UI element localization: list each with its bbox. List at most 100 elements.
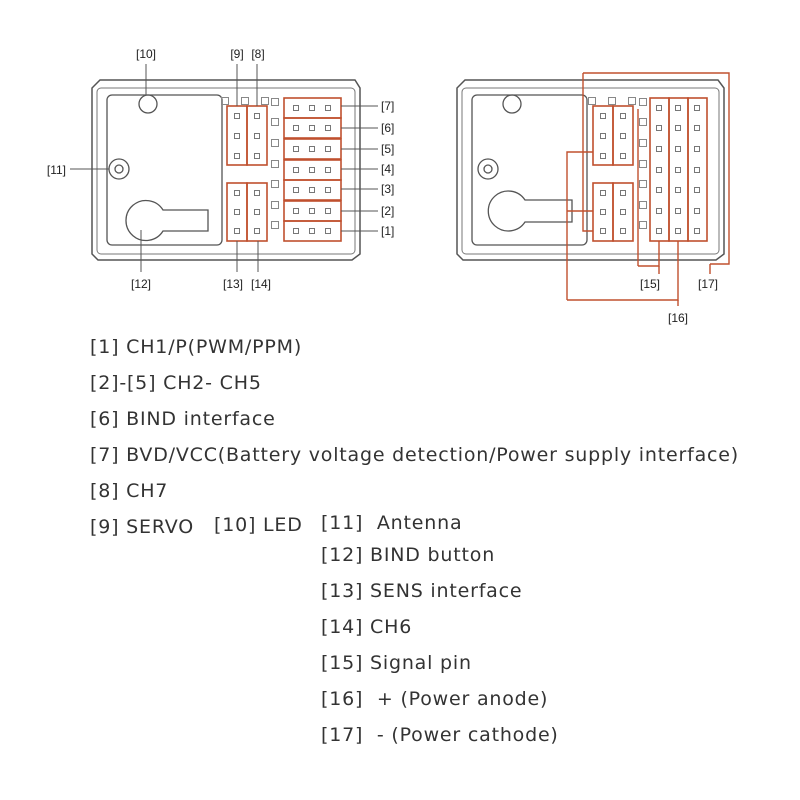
right-cover-panel: [471, 94, 588, 246]
connector-pin: [234, 113, 240, 119]
legend-item-1: [1] CH1/P(PWM/PPM): [90, 336, 303, 358]
connector-pin: [293, 187, 299, 193]
connector-pin: [234, 228, 240, 234]
connector-pin: [309, 167, 315, 173]
connector-pin: [254, 190, 260, 196]
connector-pin: [254, 153, 260, 159]
callout-3: [3]: [381, 182, 394, 196]
right-antenna-inner-icon: [483, 164, 493, 174]
receiver-right-inner: [461, 87, 720, 255]
legend-item-6: [6] BIND interface: [90, 408, 276, 430]
connector-pin: [694, 146, 700, 152]
connector-pin: [293, 125, 299, 131]
bind-button-icon: [125, 199, 209, 242]
connector-pin: [309, 125, 315, 131]
solder-pad: [639, 180, 647, 188]
solder-pad: [271, 221, 279, 229]
connector-pin: [600, 209, 606, 215]
legend-item-8: [8] CH7: [90, 480, 169, 502]
connector-pin: [620, 228, 626, 234]
left-leader-lines: [70, 64, 378, 272]
connector-pin: [600, 153, 606, 159]
solder-pad: [271, 139, 279, 147]
connector-pin: [254, 209, 260, 215]
legend-item-7: [7] BVD/VCC(Battery voltage detection/Po…: [90, 444, 739, 466]
connector-pin: [694, 208, 700, 214]
solder-pad: [639, 221, 647, 229]
connector-pin: [620, 133, 626, 139]
legend-item-12: [12] BIND button: [321, 544, 496, 566]
receiver-right-body: [456, 79, 725, 261]
right-pin-group-lines: [566, 72, 730, 306]
connector-pin: [675, 146, 681, 152]
legend-item-13: [13] SENS interface: [321, 580, 523, 602]
connector-pin: [234, 209, 240, 215]
connector-pin: [234, 133, 240, 139]
callout-6: [6]: [381, 121, 394, 135]
connector-pin: [325, 187, 331, 193]
connector-pin: [600, 228, 606, 234]
solder-pad: [639, 98, 647, 106]
callout-14: [14]: [251, 277, 271, 291]
right-vertical-connectors: [592, 97, 708, 242]
solder-pad: [221, 97, 229, 105]
connector-pin: [309, 187, 315, 193]
solder-pad: [271, 98, 279, 106]
connector-pin: [675, 228, 681, 234]
solder-pad: [271, 201, 279, 209]
receiver-left-body: [91, 79, 361, 261]
left-cover-panel: [106, 94, 223, 246]
connector-pin: [293, 105, 299, 111]
connector-pin: [309, 228, 315, 234]
connector-pin: [325, 146, 331, 152]
connector-pin: [656, 167, 662, 173]
right-led-icon: [502, 94, 522, 114]
connector-pin: [600, 113, 606, 119]
connector-pin: [675, 187, 681, 193]
connector-pin: [620, 153, 626, 159]
connector-pin: [325, 167, 331, 173]
receiver-left-inner: [96, 87, 356, 255]
callout-9: [9]: [230, 47, 243, 61]
connector-pin: [656, 228, 662, 234]
connector-pin: [620, 190, 626, 196]
legend-item-11: [11] Antenna: [321, 512, 463, 534]
callout-12: [12]: [131, 277, 151, 291]
connector-pin: [620, 113, 626, 119]
solder-pad: [271, 160, 279, 168]
callout-11: [11]: [47, 163, 66, 177]
callout-15: [15]: [640, 277, 660, 291]
solder-pad: [608, 97, 616, 105]
connector-pin: [293, 146, 299, 152]
connector-pin: [309, 105, 315, 111]
legend-item-2-5: [2]-[5] CH2- CH5: [90, 372, 262, 394]
connector-pin: [309, 208, 315, 214]
callout-1: [1]: [381, 224, 394, 238]
solder-pad: [271, 118, 279, 126]
connector-pin: [694, 228, 700, 234]
callout-7: [7]: [381, 99, 394, 113]
callout-5: [5]: [381, 142, 394, 156]
connector-pin: [675, 125, 681, 131]
legend-item-17: [17] - (Power cathode): [321, 724, 559, 746]
connector-pin: [656, 105, 662, 111]
connector-pin: [675, 105, 681, 111]
callout-16: [16]: [668, 311, 688, 325]
connector-pin: [656, 208, 662, 214]
solder-pad: [261, 97, 269, 105]
receiver-diagram: [10] [9] [8] [11] [12] [13] [14] [7] [6]…: [47, 47, 730, 325]
legend-item-16: [16] + (Power anode): [321, 688, 549, 710]
connector-pin: [656, 146, 662, 152]
callout-17: [17]: [698, 277, 718, 291]
left-horizontal-connectors: [283, 97, 342, 242]
receiver-left: [10] [9] [8] [11] [12] [13] [14] [7] [6]…: [47, 47, 394, 291]
connector-pin: [600, 190, 606, 196]
connector-pin: [656, 187, 662, 193]
right-bind-button-icon: [487, 190, 573, 232]
connector-pin: [234, 153, 240, 159]
solder-pad: [639, 139, 647, 147]
connector-pin: [325, 105, 331, 111]
connector-pin: [694, 187, 700, 193]
right-pins: [588, 97, 700, 234]
receiver-right: [15] [17] [16]: [456, 72, 730, 325]
